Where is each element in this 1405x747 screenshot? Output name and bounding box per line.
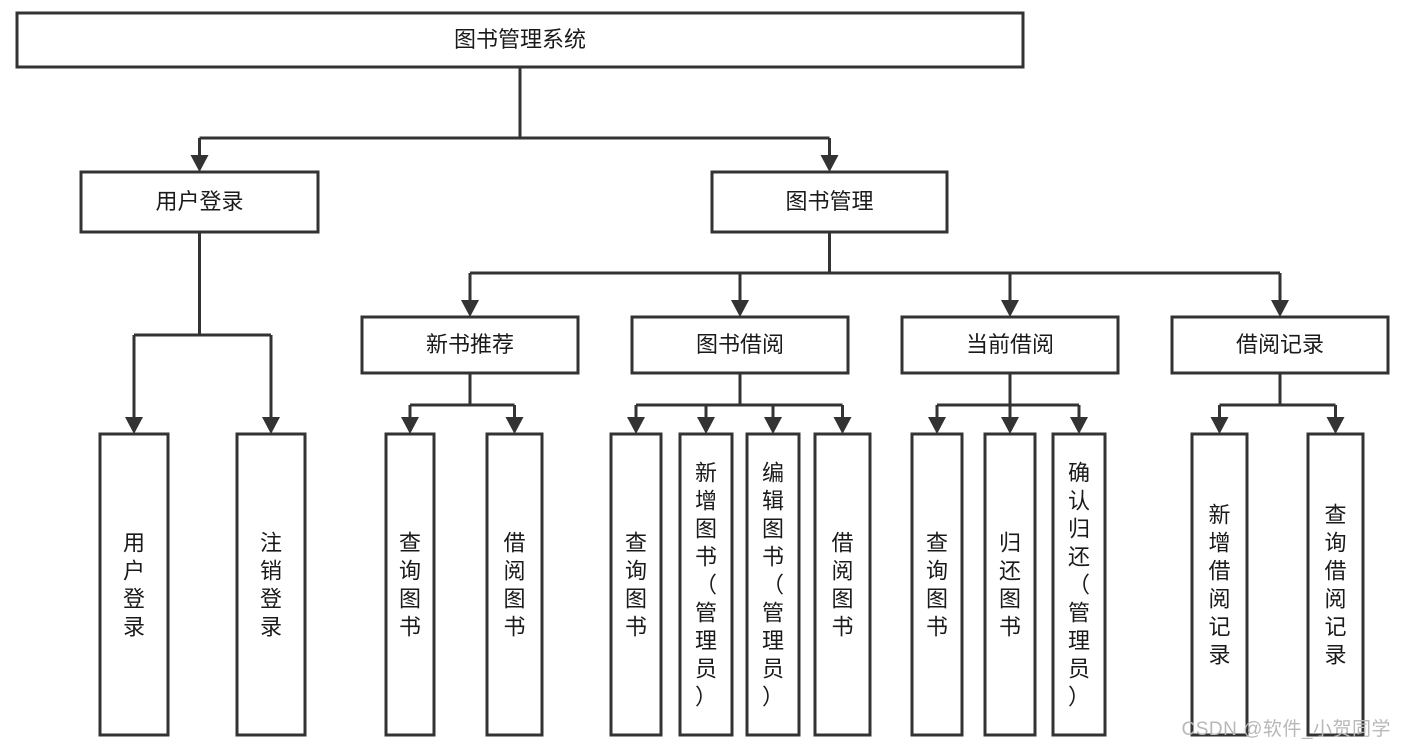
node-box xyxy=(98,432,170,737)
connector-mgmt-to-level3 xyxy=(461,232,1289,317)
connector-l3-新书推荐-to-leaves xyxy=(401,373,524,434)
node-label: 图书管理系统 xyxy=(454,27,586,52)
node-leaf-查询借阅记录-12[interactable]: 查询借阅记录 xyxy=(1306,432,1365,737)
node-box xyxy=(360,315,580,375)
node-label: 查询图书 xyxy=(926,531,948,640)
node-leaf-用户登录-0[interactable]: 用户登录 xyxy=(98,432,170,737)
node-label: 用户登录 xyxy=(123,531,145,640)
node-label: 图书借阅 xyxy=(696,332,784,357)
connector-l3-借阅记录-to-leaves xyxy=(1210,373,1345,434)
node-box xyxy=(678,432,734,737)
arrowhead-icon xyxy=(833,417,852,434)
node-box xyxy=(235,432,307,737)
watermark-text: CSDN @软件_小贺同学 xyxy=(1181,719,1391,740)
arrowhead-icon xyxy=(1001,417,1019,434)
arrowhead-icon xyxy=(401,417,419,434)
node-label: 注销登录 xyxy=(260,531,282,640)
node-leaf-新增图书管理员-5[interactable]: 新增图书（管理员） xyxy=(678,432,734,737)
node-level2-用户登录-0[interactable]: 用户登录 xyxy=(79,170,320,234)
node-box xyxy=(485,432,544,737)
node-label: 借阅图书 xyxy=(503,531,525,640)
node-label: 当前借阅 xyxy=(966,332,1054,357)
node-label: 借阅图书 xyxy=(831,531,853,640)
node-label: 归还图书 xyxy=(999,531,1021,640)
arrowhead-icon xyxy=(461,300,479,317)
node-level3-当前借阅-2[interactable]: 当前借阅 xyxy=(900,315,1120,375)
connector-l3-当前借阅-to-leaves xyxy=(928,373,1088,434)
node-label: 新增图书（管理员） xyxy=(695,461,717,710)
node-leaf-确认归还管理员-10[interactable]: 确认归还（管理员） xyxy=(1051,432,1107,737)
node-box xyxy=(384,432,436,737)
arrowhead-icon xyxy=(697,417,715,434)
arrowhead-icon xyxy=(1326,417,1345,434)
node-level3-新书推荐-0[interactable]: 新书推荐 xyxy=(360,315,580,375)
arrowhead-icon xyxy=(125,417,143,434)
node-leaf-查询图书-4[interactable]: 查询图书 xyxy=(609,432,663,737)
arrowhead-icon xyxy=(731,300,749,317)
arrowhead-icon xyxy=(1271,300,1289,317)
arrowhead-icon xyxy=(1210,417,1229,434)
node-leaf-新增借阅记录-11[interactable]: 新增借阅记录 xyxy=(1190,432,1249,737)
node-box xyxy=(1190,432,1249,737)
node-box xyxy=(79,170,320,234)
node-box xyxy=(1170,315,1390,375)
node-box xyxy=(983,432,1037,737)
arrowhead-icon xyxy=(1001,300,1019,317)
connector-l3-图书借阅-to-leaves xyxy=(627,373,852,434)
node-box xyxy=(609,432,663,737)
node-leaf-编辑图书管理员-6[interactable]: 编辑图书（管理员） xyxy=(745,432,801,737)
node-label: 新书推荐 xyxy=(426,332,514,357)
node-leaf-借阅图书-7[interactable]: 借阅图书 xyxy=(813,432,872,737)
arrowhead-icon xyxy=(1070,417,1088,434)
arrowhead-icon xyxy=(764,417,782,434)
node-label: 查询图书 xyxy=(399,531,421,640)
node-box xyxy=(813,432,872,737)
node-label: 用户登录 xyxy=(155,189,243,214)
node-layer: 图书管理系统用户登录图书管理新书推荐图书借阅当前借阅借阅记录用户登录注销登录查询… xyxy=(15,11,1390,737)
node-box xyxy=(745,432,801,737)
node-leaf-查询图书-2[interactable]: 查询图书 xyxy=(384,432,436,737)
arrowhead-icon xyxy=(627,417,645,434)
node-label: 图书管理 xyxy=(785,189,873,214)
node-leaf-注销登录-1[interactable]: 注销登录 xyxy=(235,432,307,737)
node-level3-图书借阅-1[interactable]: 图书借阅 xyxy=(630,315,850,375)
node-level2-图书管理-1[interactable]: 图书管理 xyxy=(710,170,949,234)
arrowhead-icon xyxy=(820,155,839,172)
arrowhead-icon xyxy=(505,417,524,434)
node-label: 查询图书 xyxy=(625,531,647,640)
arrowhead-icon xyxy=(928,417,946,434)
node-leaf-查询图书-8[interactable]: 查询图书 xyxy=(910,432,964,737)
node-box xyxy=(900,315,1120,375)
node-leaf-归还图书-9[interactable]: 归还图书 xyxy=(983,432,1037,737)
node-box xyxy=(710,170,949,234)
node-box xyxy=(1306,432,1365,737)
node-root-图书管理系统-0[interactable]: 图书管理系统 xyxy=(15,11,1025,69)
node-label: 新增借阅记录 xyxy=(1208,503,1230,668)
connector-root-to-level2 xyxy=(190,67,839,172)
node-leaf-借阅图书-3[interactable]: 借阅图书 xyxy=(485,432,544,737)
arrowhead-icon xyxy=(262,417,280,434)
connector-login-to-leaves xyxy=(125,232,280,434)
node-box xyxy=(15,11,1025,69)
connector-layer xyxy=(125,67,1345,434)
node-label: 查询借阅记录 xyxy=(1324,503,1346,668)
node-box xyxy=(910,432,964,737)
node-label: 借阅记录 xyxy=(1236,332,1324,357)
node-label: 确认归还（管理员） xyxy=(1068,461,1090,710)
node-level3-借阅记录-3[interactable]: 借阅记录 xyxy=(1170,315,1390,375)
node-box xyxy=(630,315,850,375)
node-box xyxy=(1051,432,1107,737)
arrowhead-icon xyxy=(190,155,209,172)
node-label: 编辑图书（管理员） xyxy=(762,461,784,710)
